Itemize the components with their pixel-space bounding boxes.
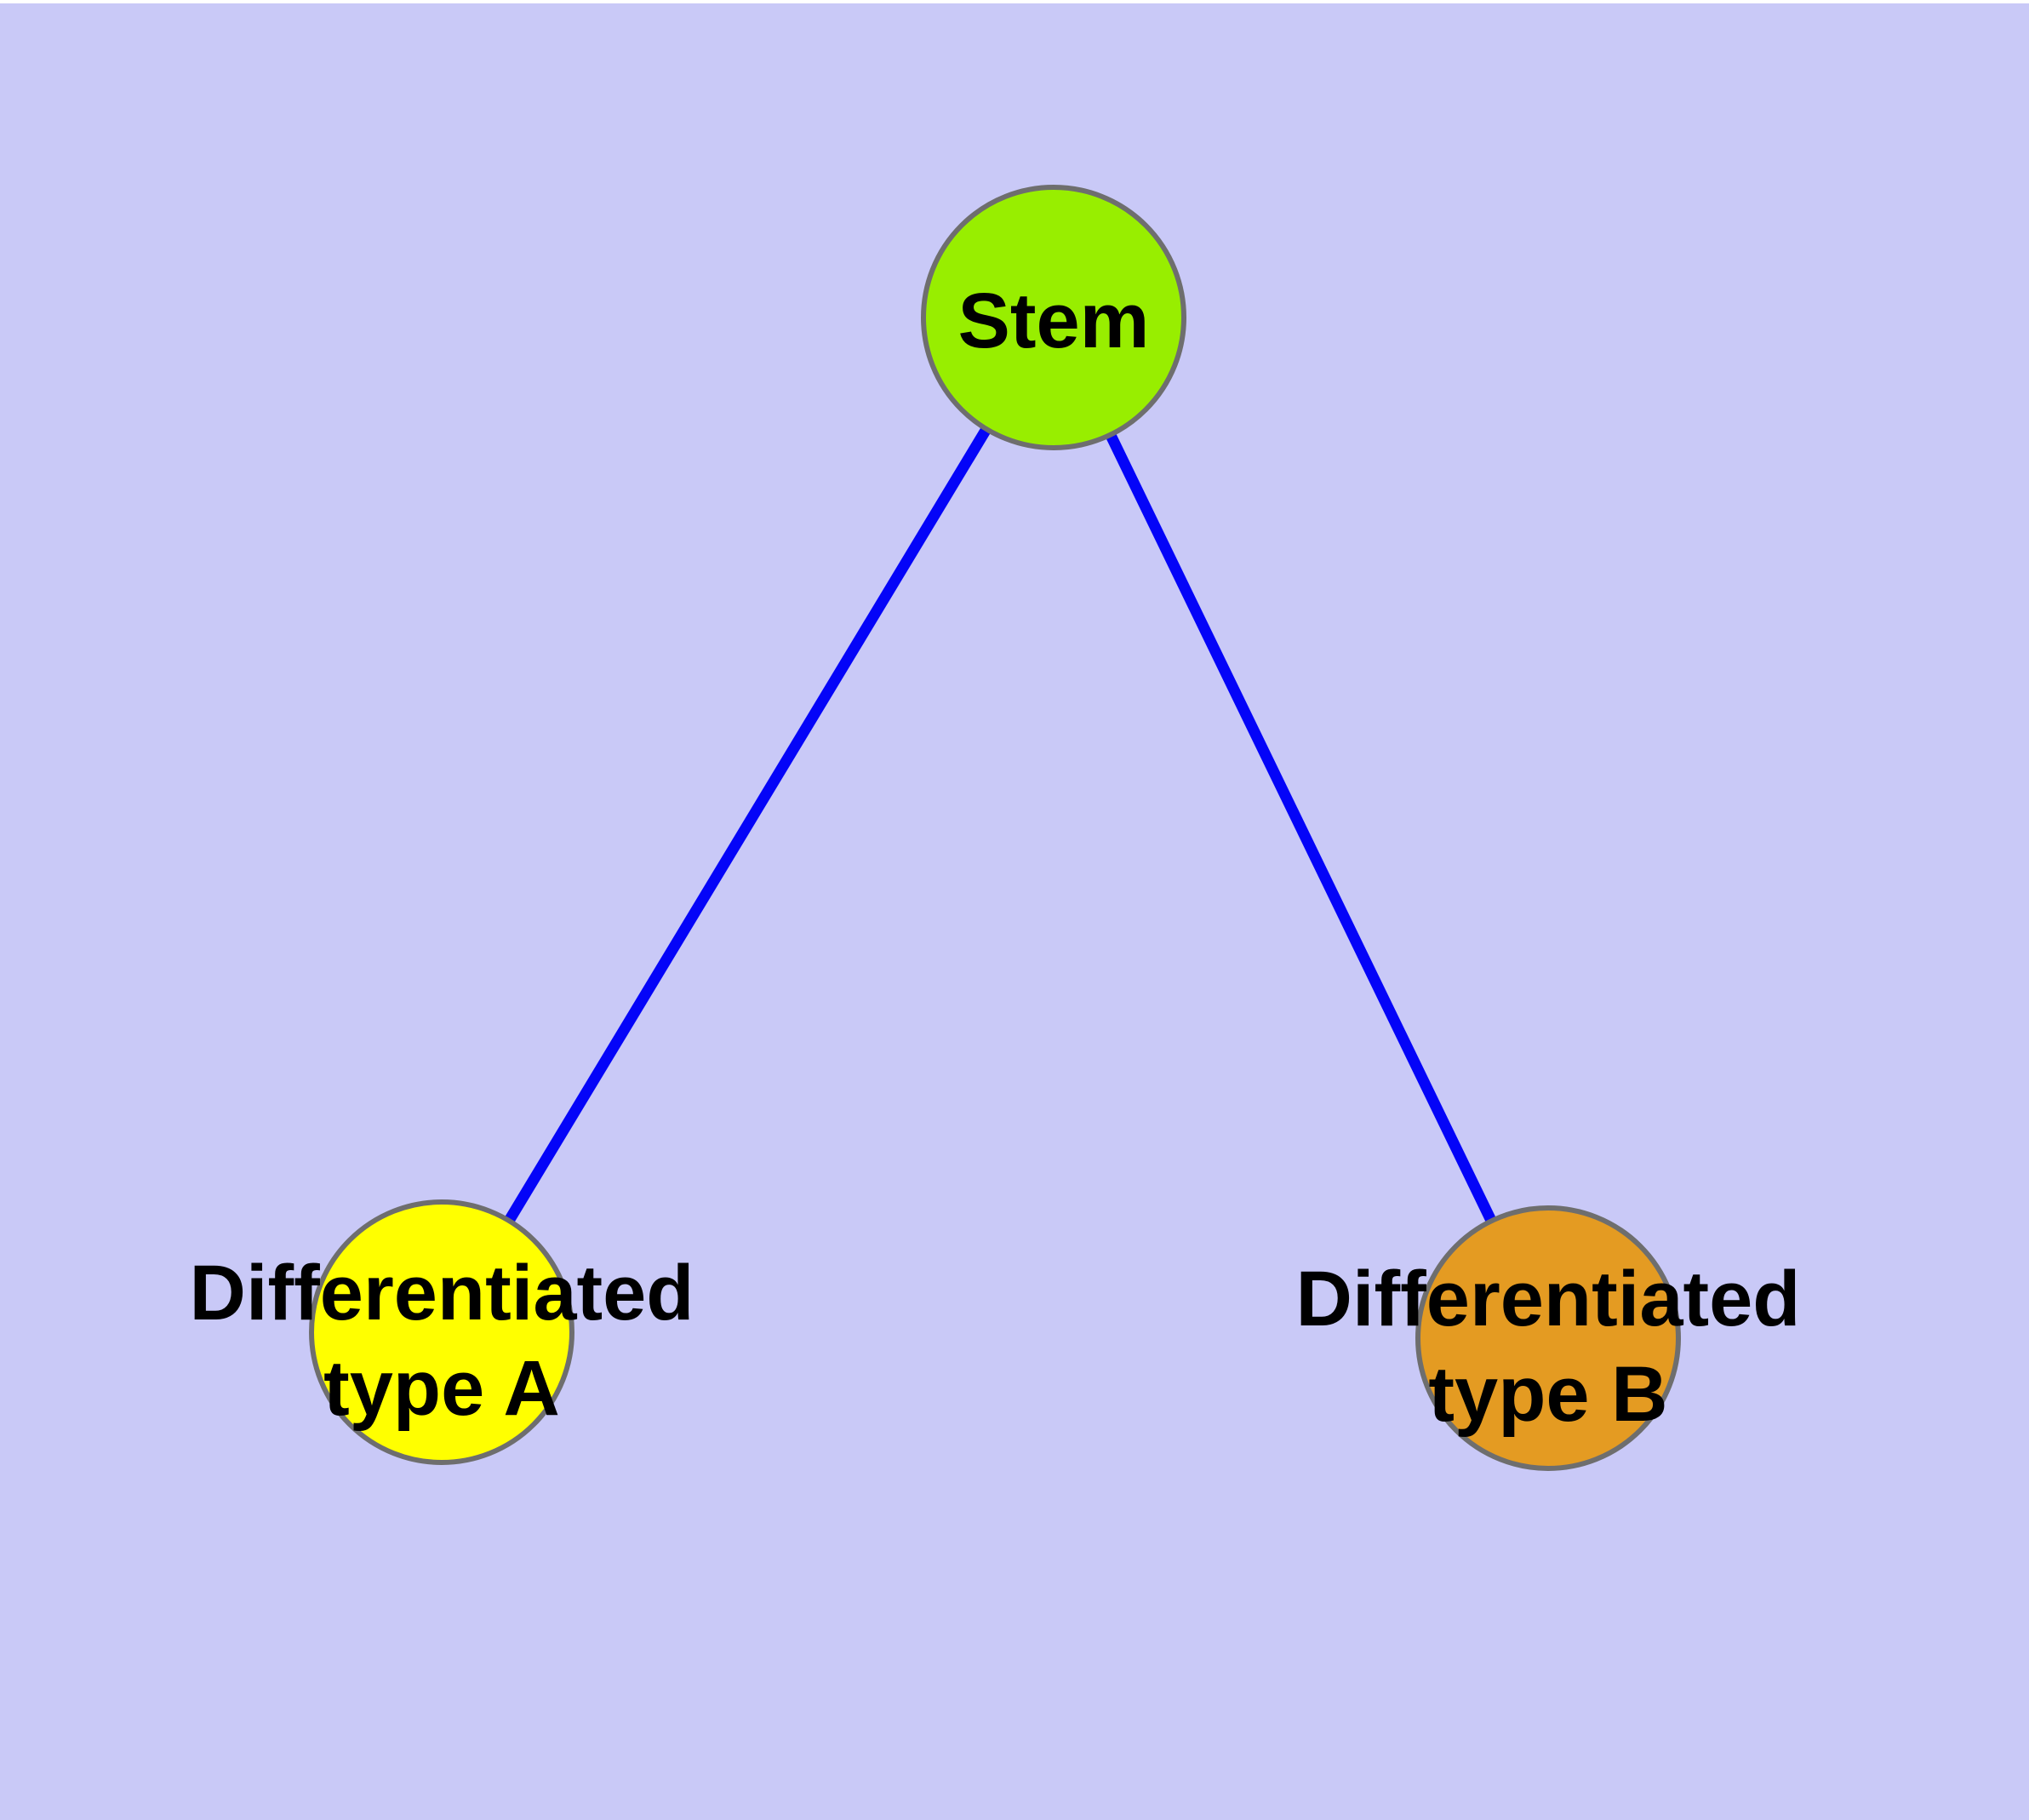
- node-circle-differentiated-type-a: [309, 1199, 574, 1465]
- node-label-line: Stem: [958, 278, 1150, 364]
- edge-stem-to-differentiated-type-b: [1049, 315, 1553, 1341]
- node-label-differentiated-type-b: Differentiated type B: [1296, 1256, 1801, 1438]
- node-circle-differentiated-type-b: [1415, 1205, 1681, 1471]
- node-circle-stem: [921, 185, 1186, 450]
- node-label-line: type B: [1428, 1351, 1667, 1438]
- node-label-line: type A: [323, 1345, 560, 1432]
- edge-stem-to-differentiated-type-a: [437, 314, 1059, 1336]
- top-margin-strip: [0, 0, 2029, 3]
- nodes-layer: [309, 185, 1681, 1471]
- node-label-line: Differentiated: [1296, 1256, 1801, 1342]
- node-label-stem: Stem: [958, 278, 1150, 364]
- edges-layer: [437, 314, 1553, 1341]
- node-label-differentiated-type-a: Differentiated type A: [190, 1250, 694, 1432]
- node-label-line: Differentiated: [190, 1250, 694, 1336]
